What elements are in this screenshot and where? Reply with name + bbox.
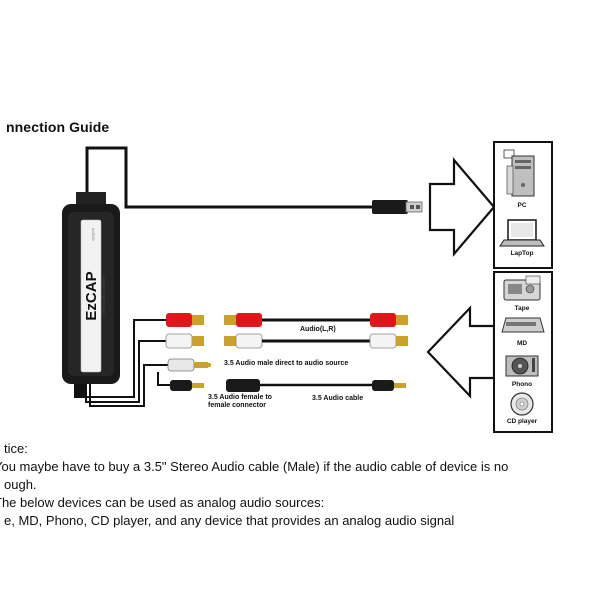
computer-label-pc: PC [517, 202, 527, 209]
device-subtitle: USB Audio Capture [101, 276, 106, 316]
notice-heading: tice: [4, 441, 28, 456]
device-side-text: AUDIO [91, 228, 96, 241]
source-label-tape: Tape [514, 305, 530, 312]
jack-male-plug [167, 358, 212, 372]
diagram-title: nnection Guide [6, 119, 110, 135]
male-direct-label: 3.5 Audio male direct to audio source [224, 360, 349, 367]
notice-line-3: The below devices can be used as analog … [0, 495, 325, 510]
female-adapter-label-line1: 3.5 Audio female to [208, 394, 272, 401]
ezcap-logo: EzCAP [83, 271, 100, 320]
female-adapter-label: 3.5 Audio female to female connector [208, 394, 272, 410]
md-player-icon [501, 317, 545, 333]
phono-turntable-icon [505, 355, 539, 377]
arrow-to-computers [428, 157, 496, 257]
source-label-cd: CD player [506, 418, 538, 425]
source-label-md: MD [516, 340, 528, 347]
notice-line-2: ough. [4, 477, 37, 492]
cd-player-icon [510, 392, 534, 416]
notice-line-4: e, MD, Phono, CD player, and any device … [4, 513, 455, 528]
usb-cable [85, 146, 423, 214]
ezcap-device: EzCAP USB Audio Capture AUDIO [62, 192, 120, 398]
tape-deck-icon [503, 275, 541, 301]
laptop-icon [499, 219, 545, 247]
source-label-phono: Phono [511, 381, 533, 388]
notice-line-1: You maybe have to buy a 3.5" Stereo Audi… [0, 459, 509, 474]
arrow-from-sources [426, 305, 496, 399]
rca-white-cable [165, 333, 408, 349]
pc-tower-icon [503, 149, 535, 197]
rca-red-cable [166, 313, 408, 327]
jack-female-adapter-cable [170, 379, 406, 392]
device-audio-wires [81, 319, 170, 407]
rca-cable-label: Audio(L,R) [300, 326, 336, 333]
audio-cable-label: 3.5 Audio cable [312, 395, 364, 402]
computer-label-laptop: LapTop [510, 250, 534, 257]
female-adapter-label-line2: female connector [208, 402, 266, 409]
